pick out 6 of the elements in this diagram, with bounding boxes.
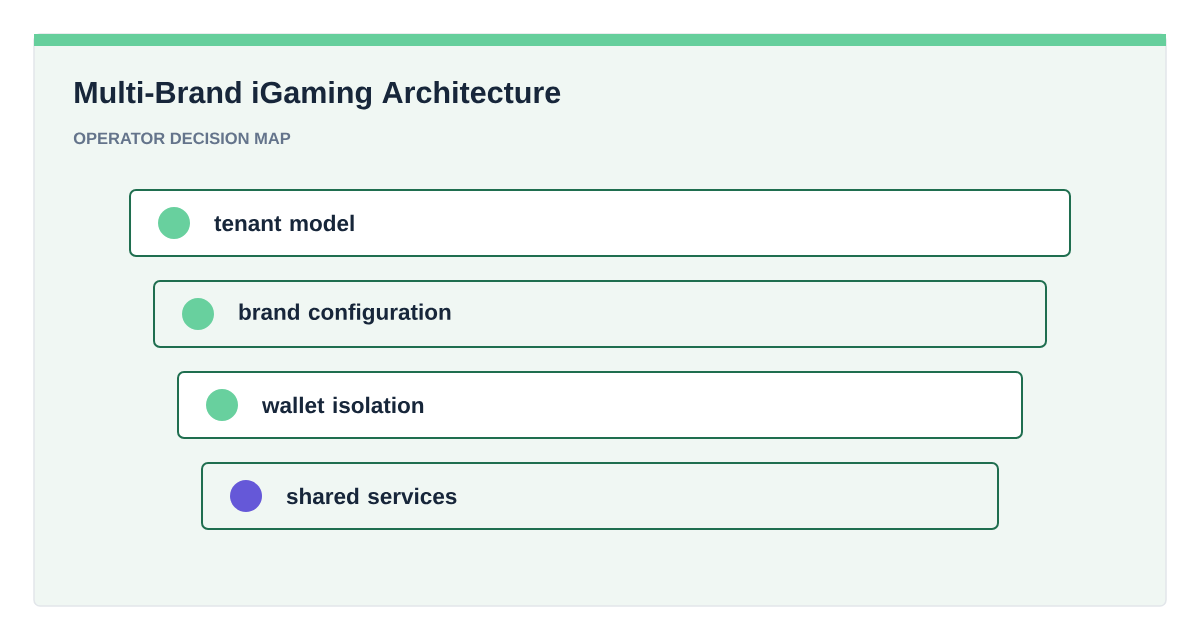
layer-box: wallet isolation — [177, 371, 1023, 439]
layer-box: tenant model — [129, 189, 1071, 257]
layer-box: brand configuration — [153, 280, 1047, 348]
title: Multi-Brand iGaming Architecture — [75, 80, 561, 110]
subtitle: OPERATOR DECISION MAP — [73, 132, 291, 145]
layer-box: shared services — [201, 462, 999, 530]
